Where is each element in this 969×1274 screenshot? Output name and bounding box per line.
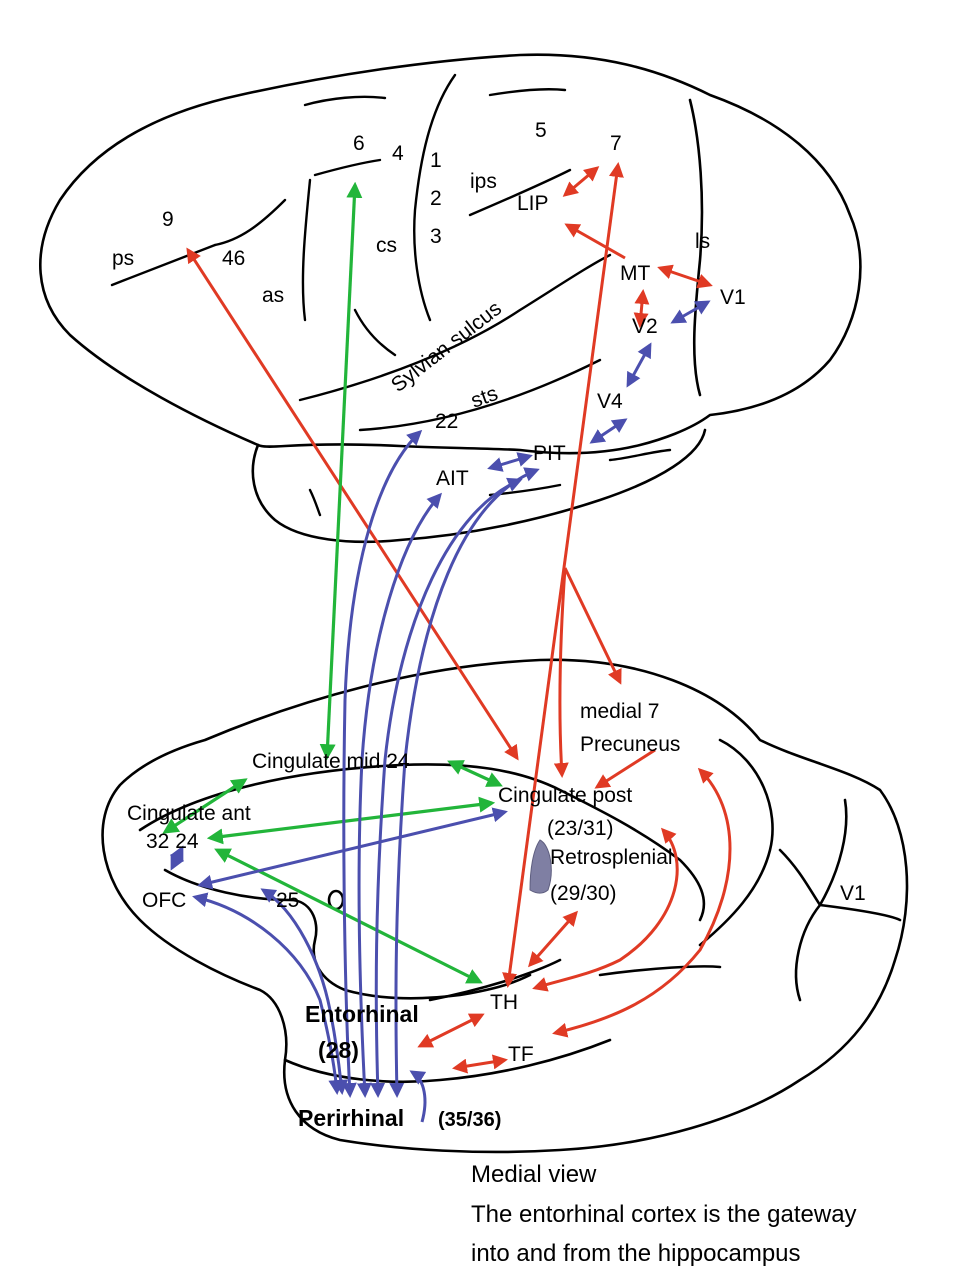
label-ips: ips [470, 170, 497, 193]
label-area-6: 6 [353, 132, 365, 155]
label-cingulate-ant: Cingulate ant [127, 802, 251, 825]
label-area-22: 22 [435, 410, 458, 433]
label-area-46: 46 [222, 247, 245, 270]
label-entorhinal-num: (28) [318, 1037, 359, 1063]
label-ait: AIT [436, 467, 469, 490]
label-lip: LIP [517, 192, 549, 215]
label-v4: V4 [597, 390, 623, 413]
green-connections [162, 181, 503, 984]
label-area-5: 5 [535, 119, 547, 142]
label-cs: cs [376, 234, 397, 257]
label-perirhinal-num: (35/36) [438, 1109, 501, 1131]
label-medial-7: medial 7 [580, 700, 659, 723]
label-entorhinal: Entorhinal [305, 1001, 419, 1027]
label-sylvian-sulcus: Sylvian sulcus [387, 297, 506, 397]
label-mt: MT [620, 262, 650, 285]
caption: Medial view The entorhinal cortex is the… [471, 1161, 857, 1267]
label-area-2: 2 [430, 187, 442, 210]
label-ofc: OFC [142, 889, 186, 912]
label-cingulate-post: Cingulate post [498, 784, 632, 807]
label-precuneus: Precuneus [580, 733, 680, 756]
label-area-7: 7 [610, 132, 622, 155]
label-retrosplenial: Retrosplenial [550, 846, 673, 869]
label-area-25: 25 [276, 889, 299, 912]
label-ps: ps [112, 247, 134, 270]
label-tf: TF [508, 1043, 534, 1066]
lateral-sulci [110, 73, 672, 517]
label-cingulate-post-num: (23/31) [547, 817, 614, 840]
label-v1-medial: V1 [840, 882, 866, 905]
label-area-3: 3 [430, 225, 442, 248]
caption-line-3: into and from the hippocampus [471, 1240, 801, 1267]
label-area-9: 9 [162, 208, 174, 231]
label-retrosplenial-num: (29/30) [550, 882, 617, 905]
blue-connections [169, 300, 711, 1123]
lateral-labels: 6 4 1 2 3 5 7 ips LIP 9 ps 46 cs as ls M… [112, 119, 746, 490]
retrosplenial-region [529, 839, 552, 894]
label-pit: PIT [533, 442, 566, 465]
label-cingulate-mid: Cingulate mid 24 [252, 750, 410, 773]
label-perirhinal: Perirhinal [298, 1105, 404, 1131]
label-area-1: 1 [430, 149, 442, 172]
label-v2: V2 [632, 315, 658, 338]
caption-line-2: The entorhinal cortex is the gateway [471, 1201, 857, 1228]
label-v1-lateral: V1 [720, 286, 746, 309]
medial-labels: medial 7 Precuneus Cingulate mid 24 Cing… [127, 700, 866, 1131]
label-ls: ls [695, 230, 710, 253]
label-area-4: 4 [392, 142, 404, 165]
caption-line-1: Medial view [471, 1161, 597, 1188]
label-sts: sts [468, 382, 501, 413]
label-as: as [262, 284, 284, 307]
label-32-24: 32 24 [146, 830, 199, 853]
label-th: TH [490, 991, 518, 1014]
